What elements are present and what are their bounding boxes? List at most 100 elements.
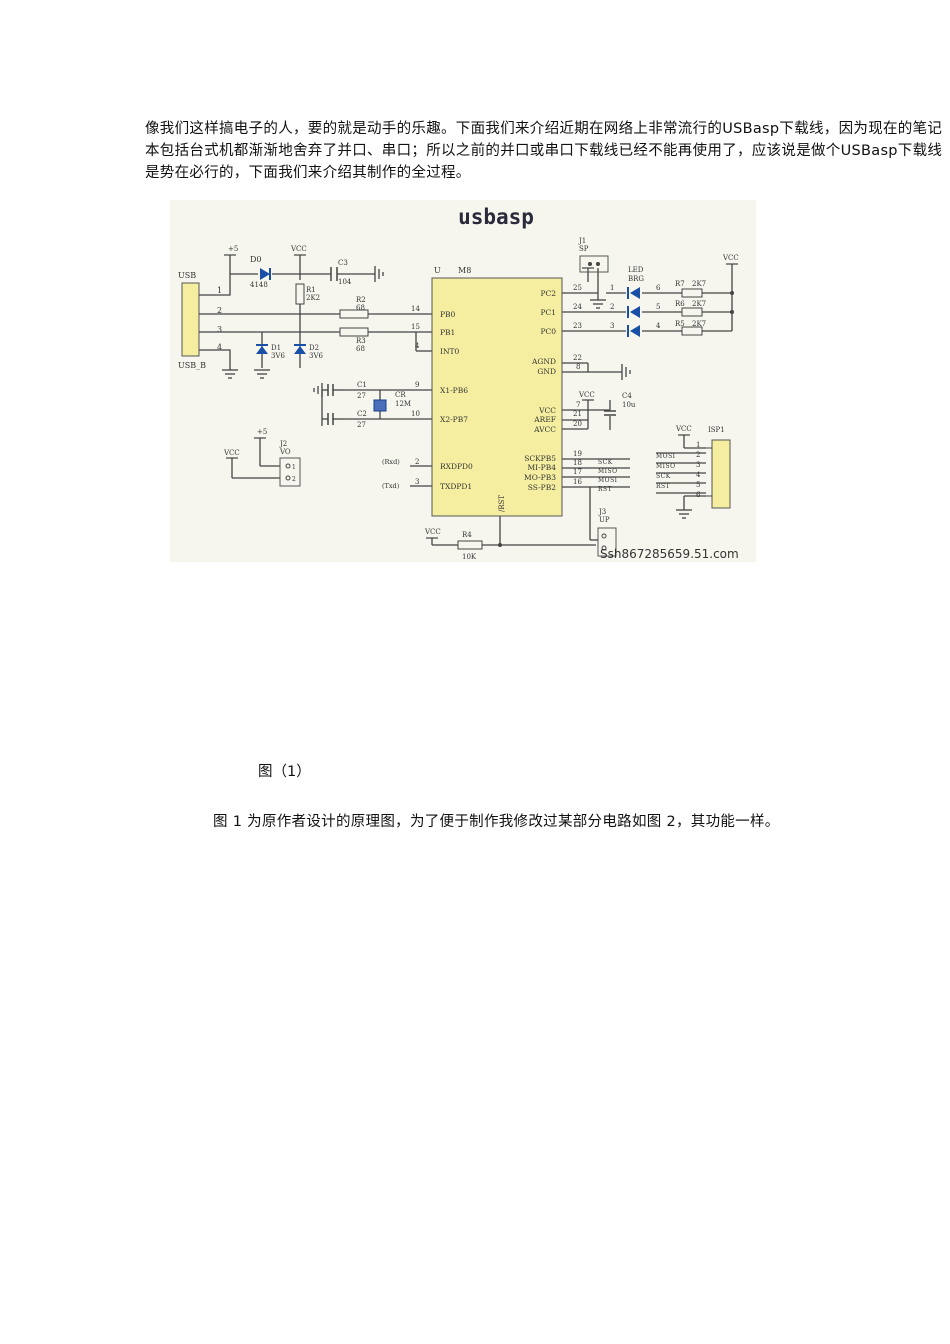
- svg-text:MOSI: MOSI: [656, 453, 676, 460]
- usbasp-schematic: usbasp USB USB_B 1 2 3 4: [178, 205, 739, 561]
- d1-label: D1: [271, 344, 281, 352]
- r1-label: R1: [306, 286, 316, 294]
- crystal: [373, 399, 387, 412]
- mcu-m8: [431, 277, 563, 517]
- r7-label: R7: [675, 280, 685, 288]
- vcc-label-3: VCC: [578, 391, 595, 399]
- usb-pin-3: 3: [217, 325, 222, 334]
- svg-text:MISO: MISO: [598, 468, 618, 475]
- pin-aref: AREF: [533, 415, 556, 424]
- pin-txd: TXDPD1: [440, 482, 472, 491]
- r1-value: 2K2: [306, 294, 320, 302]
- j2-jumper: [279, 457, 301, 487]
- r4-resistor: [457, 540, 483, 550]
- vcc-label-5: VCC: [675, 425, 692, 433]
- d2-value: 3V6: [309, 352, 324, 360]
- d0-value: 4148: [250, 281, 268, 289]
- svg-text:24: 24: [573, 303, 582, 311]
- pin-rst: /RST: [498, 495, 506, 512]
- svg-text:2: 2: [696, 451, 700, 459]
- d2-label: D2: [309, 344, 319, 352]
- cr-value: 12M: [395, 400, 411, 408]
- sp-label: SP: [579, 245, 589, 253]
- intro-paragraph: 像我们这样搞电子的人，要的就是动手的乐趣。下面我们来介绍近期在网络上非常流行的U…: [145, 121, 943, 181]
- j1-jumper: [579, 255, 609, 273]
- svg-text:SCK: SCK: [656, 473, 671, 480]
- d0-diode: [260, 268, 270, 280]
- c1-label: C1: [357, 381, 367, 389]
- pin-gnd: GND: [537, 367, 556, 376]
- r7-value: 2K7: [692, 280, 706, 288]
- svg-text:RST: RST: [656, 483, 670, 490]
- vcc-label-2: VCC: [722, 254, 739, 262]
- svg-text:8: 8: [576, 363, 580, 371]
- c2-label: C2: [357, 410, 367, 418]
- r3-value: 68: [356, 345, 365, 353]
- svg-text:2: 2: [610, 303, 614, 311]
- svg-text:SCK: SCK: [598, 459, 613, 466]
- c2-value: 27: [357, 421, 366, 429]
- spi-net-labels: SCK MISO MOSI RST MOSI MISO SCK RST: [598, 453, 676, 493]
- svg-text:1: 1: [610, 284, 614, 292]
- figure-caption: 图（1）: [258, 764, 311, 780]
- status-leds: [627, 287, 640, 337]
- d1-zener: [256, 346, 268, 354]
- svg-text:5: 5: [696, 481, 700, 489]
- d1-value: 3V6: [271, 352, 286, 360]
- pin-x1: X1-PB6: [440, 386, 468, 395]
- vcc-label-1: VCC: [290, 245, 307, 253]
- d2-zener: [294, 346, 306, 354]
- pin-agnd: AGND: [531, 357, 556, 366]
- usb-b-label: USB_B: [178, 361, 206, 370]
- svg-text:14: 14: [411, 305, 420, 313]
- svg-text:15: 15: [411, 323, 420, 331]
- pin-pb0: PB0: [440, 310, 456, 319]
- svg-text:6: 6: [656, 284, 661, 292]
- r3-label: R3: [356, 337, 366, 345]
- isp1-connector: [711, 439, 731, 509]
- svg-text:3: 3: [610, 322, 614, 330]
- led-label: LED: [628, 266, 644, 274]
- r1-resistor: [295, 283, 305, 305]
- pin-mosi: MO-PB3: [524, 473, 556, 482]
- svg-text:1: 1: [696, 441, 700, 449]
- c3-value: 104: [338, 278, 352, 286]
- pin-ss: SS-PB2: [528, 483, 557, 492]
- d0-label: D0: [250, 255, 262, 264]
- svg-text:16: 16: [573, 478, 582, 486]
- schematic-title: usbasp: [458, 205, 534, 229]
- brg-label: BRG: [628, 275, 644, 283]
- svg-text:23: 23: [573, 322, 582, 330]
- r4-value: 10K: [462, 553, 477, 561]
- cr-label: CR: [395, 391, 406, 399]
- r2-resistor: [339, 309, 369, 319]
- pin-pc0: PC0: [540, 327, 556, 336]
- svg-text:7: 7: [576, 401, 580, 409]
- svg-text:9: 9: [415, 381, 419, 389]
- mcu-u-label: U: [434, 266, 441, 275]
- r6-value: 2K7: [692, 300, 706, 308]
- svg-text:3: 3: [415, 478, 419, 486]
- vcc-label-4: VCC: [223, 449, 240, 457]
- r2-label: R2: [356, 296, 366, 304]
- pin-pc1: PC1: [540, 308, 556, 317]
- pin-vcc: VCC: [538, 406, 556, 415]
- svg-text:22: 22: [573, 354, 582, 362]
- svg-text:18: 18: [573, 459, 582, 467]
- c3-label: C3: [338, 259, 348, 267]
- pin-x2: X2-PB7: [440, 415, 468, 424]
- vo-label: VO: [279, 448, 291, 456]
- schematic-figure: usbasp USB USB_B 1 2 3 4: [170, 200, 756, 562]
- isp1-label: ISP1: [708, 426, 725, 434]
- j1-label: J1: [578, 237, 586, 245]
- usb-pin-1: 1: [217, 286, 222, 295]
- pin-pb1: PB1: [440, 328, 455, 337]
- wires: [199, 255, 733, 546]
- pin-rxd: RXDPD0: [440, 462, 473, 471]
- body-paragraph: 图 1 为原作者设计的原理图，为了便于制作我修改过某部分电路如图 2，其功能一样…: [213, 814, 780, 830]
- pin-int0: INT0: [440, 347, 460, 356]
- svg-text:10: 10: [411, 410, 420, 418]
- pin-sck: SCKPB5: [524, 454, 556, 463]
- usb-pin-4: 4: [217, 343, 222, 352]
- mcu-m8-label: M8: [458, 266, 471, 275]
